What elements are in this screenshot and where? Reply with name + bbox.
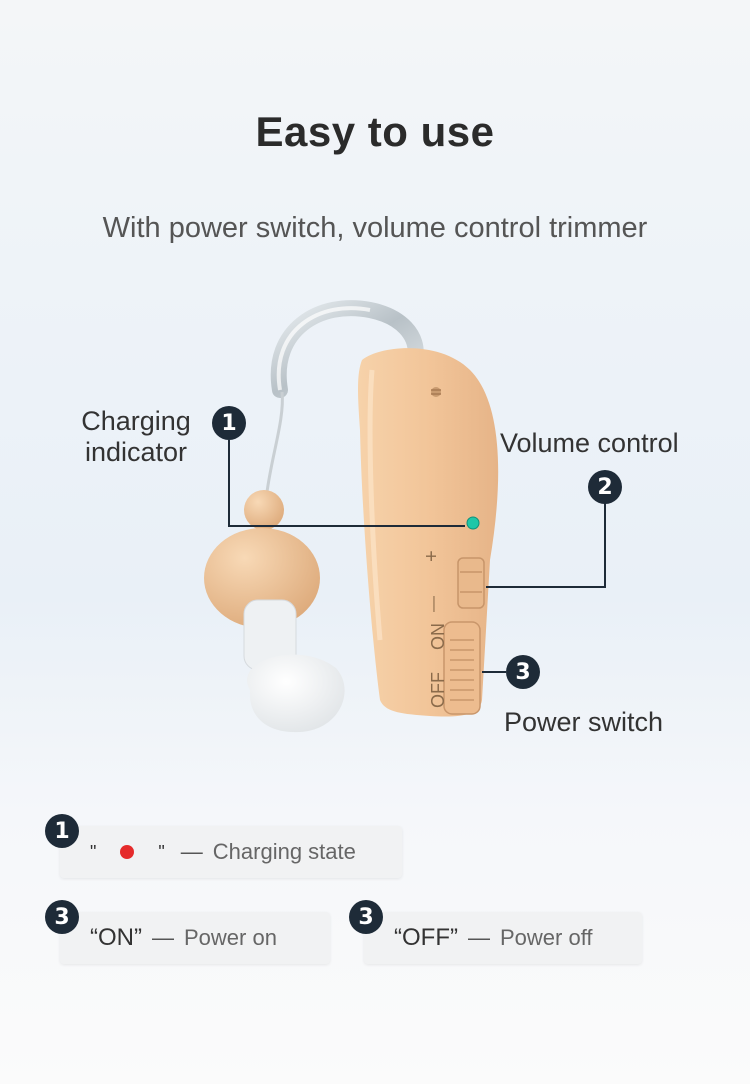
legend-off-dash: — — [467, 925, 490, 950]
callout-line-volume — [486, 500, 606, 588]
legend-charging-text: Charging state — [212, 839, 356, 864]
volume-control-label: Volume control — [500, 428, 679, 458]
volume-wheel — [457, 557, 485, 609]
legend-badge-3b: 3 — [349, 900, 383, 934]
legend-charging-state: " " — Charging state — [60, 826, 402, 878]
callout-line-charging — [228, 440, 465, 527]
sound-tube — [264, 391, 284, 501]
charging-indicator-label-line1: Charging — [81, 406, 191, 436]
legend-badge-3a: 3 — [45, 900, 79, 934]
legend-dash: — — [180, 839, 203, 864]
marking-on: ON — [428, 623, 448, 650]
legend-on-dash: — — [151, 925, 174, 950]
charging-led — [466, 516, 480, 530]
marking-plus: + — [421, 550, 443, 562]
legend-on-text: Power on — [183, 925, 277, 950]
legend-power-off: “OFF” — Power off — [364, 912, 642, 964]
page-subtitle: With power switch, volume control trimme… — [102, 212, 648, 244]
legend-power-on: “ON” — Power on — [60, 912, 330, 964]
power-switch-label: Power switch — [504, 707, 664, 737]
callout-badge-2: 2 — [588, 470, 622, 504]
tube-bead — [244, 490, 284, 530]
charging-indicator-label-line2: indicator — [84, 437, 188, 467]
legend-on-quote: “ON” — [90, 924, 142, 951]
legend-close-quote: " — [158, 841, 165, 862]
legend-off-text: Power off — [499, 925, 593, 950]
silicone-dome — [247, 654, 345, 733]
page-title: Easy to use — [255, 108, 495, 155]
callout-badge-1: 1 — [212, 406, 246, 440]
marking-minus: — — [425, 596, 442, 612]
red-dot-icon — [120, 845, 135, 859]
charging-indicator-label: Charging indicator — [66, 406, 206, 468]
microphone-holes — [431, 387, 441, 397]
callout-badge-3: 3 — [506, 655, 540, 689]
legend-off-quote: “OFF” — [394, 924, 458, 951]
legend-open-quote: " — [90, 841, 97, 862]
legend-badge-1: 1 — [45, 814, 79, 848]
power-slider — [443, 621, 481, 715]
marking-off: OFF — [428, 672, 448, 708]
